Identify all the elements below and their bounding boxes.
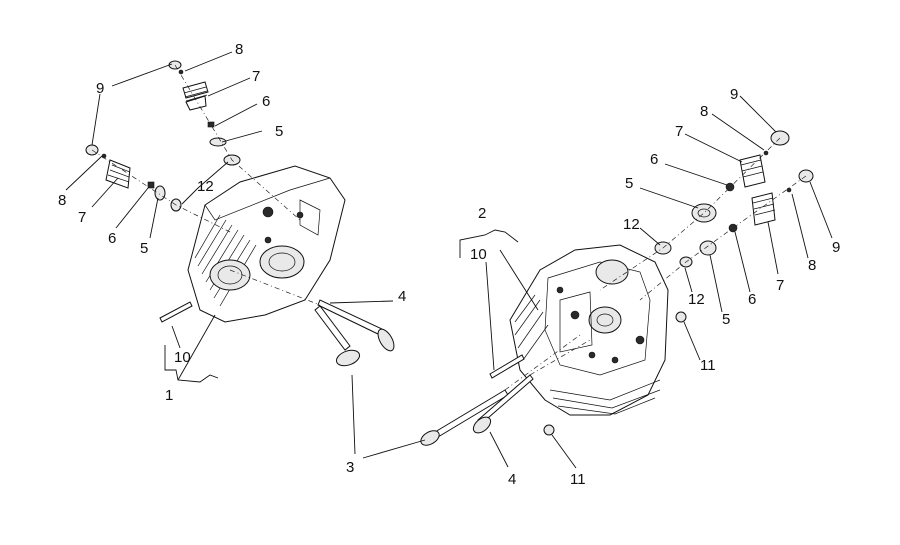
leader-lines xyxy=(65,51,833,469)
callout-1: 1 xyxy=(165,387,173,404)
callout-8-right: 8 xyxy=(808,257,816,274)
callout-11-right-top: 11 xyxy=(700,357,716,374)
callout-6-left-top: 6 xyxy=(262,93,270,110)
callout-6-right: 6 xyxy=(748,291,756,308)
callout-8-right-top: 8 xyxy=(700,103,708,120)
callout-9-left: 9 xyxy=(96,80,104,97)
valve-train-right xyxy=(420,130,814,446)
callout-labels: 1 2 3 4 4 5 5 5 5 6 6 6 6 7 7 7 7 8 8 8 … xyxy=(58,41,840,488)
callout-8-left-top: 8 xyxy=(235,41,243,58)
callout-4-right: 4 xyxy=(508,471,516,488)
callout-6-right-top: 6 xyxy=(650,151,658,168)
callout-10-left: 10 xyxy=(174,349,191,366)
cylinder-head-right xyxy=(509,244,669,416)
callout-7-left-top: 7 xyxy=(252,68,260,85)
valve-train-left xyxy=(85,60,395,367)
callout-5-right-top: 5 xyxy=(625,175,633,192)
callout-4-left: 4 xyxy=(398,288,406,305)
callout-12-left: 12 xyxy=(197,178,214,195)
callout-11-right: 11 xyxy=(570,471,586,488)
callout-8-left: 8 xyxy=(58,192,66,209)
callout-12-right: 12 xyxy=(688,291,705,308)
callout-3: 3 xyxy=(346,459,354,476)
callout-7-right-top: 7 xyxy=(675,123,683,140)
callout-7-right: 7 xyxy=(776,277,784,294)
cylinder-head-left xyxy=(187,165,346,323)
callout-5-right: 5 xyxy=(722,311,730,328)
callout-9-right: 9 xyxy=(832,239,840,256)
callout-6-left: 6 xyxy=(108,230,116,247)
callout-2: 2 xyxy=(478,205,486,222)
callout-10-right: 10 xyxy=(470,246,487,263)
callout-5-left-top: 5 xyxy=(275,123,283,140)
callout-12-right-top: 12 xyxy=(623,216,640,233)
callout-9-right-top: 9 xyxy=(730,86,738,103)
callout-7-left: 7 xyxy=(78,209,86,226)
callout-5-left: 5 xyxy=(140,240,148,257)
